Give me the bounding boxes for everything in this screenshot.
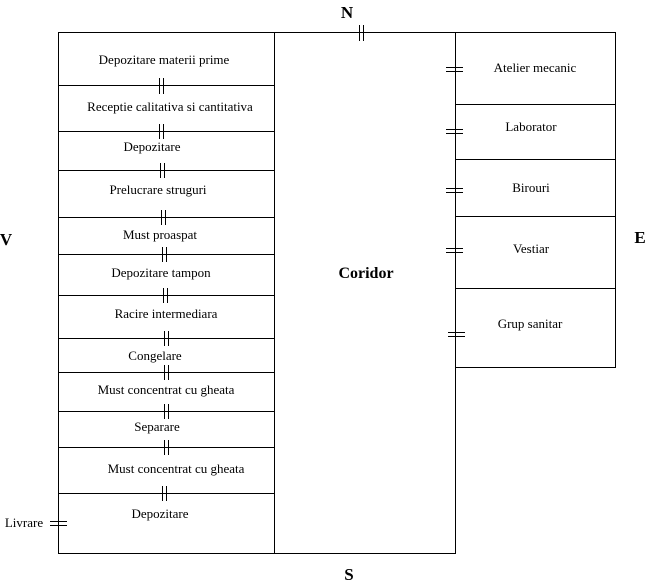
compass-north: N <box>341 3 354 22</box>
room-label: Congelare <box>128 348 182 363</box>
right-room-labels: Atelier mecanic Laborator Birouri Vestia… <box>494 60 577 331</box>
room-label: Grup sanitar <box>498 316 563 331</box>
left-room-labels: Depozitare materii prime Receptie calita… <box>87 52 253 521</box>
room-label: Racire intermediara <box>115 306 218 321</box>
delivery-door <box>50 521 67 526</box>
room-label: Atelier mecanic <box>494 60 577 75</box>
compass-south: S <box>344 565 353 584</box>
room-label: Depozitare <box>131 506 188 521</box>
compass-west: V <box>0 230 13 249</box>
room-label: Depozitare <box>123 139 180 154</box>
room-label: Vestiar <box>513 241 550 256</box>
room-label: Birouri <box>512 180 550 195</box>
room-label: Separare <box>134 419 180 434</box>
room-label: Must proaspat <box>123 227 197 242</box>
delivery-label: Livrare <box>5 515 43 530</box>
compass-east: E <box>634 228 645 247</box>
north-door <box>359 25 364 41</box>
room-label: Depozitare tampon <box>111 265 211 280</box>
room-label: Laborator <box>505 119 557 134</box>
left-doors <box>159 78 169 501</box>
right-doors <box>446 67 465 337</box>
right-block-outline <box>455 32 616 368</box>
room-label: Receptie calitativa si cantitativa <box>87 99 253 114</box>
right-dividers <box>455 104 615 289</box>
room-label: Must concentrat cu gheata <box>108 461 245 476</box>
room-label: Must concentrat cu gheata <box>98 382 235 397</box>
corridor-label: Coridor <box>338 265 393 282</box>
room-label: Prelucrare struguri <box>109 182 206 197</box>
room-label: Depozitare materii prime <box>99 52 230 67</box>
left-dividers <box>58 85 274 494</box>
